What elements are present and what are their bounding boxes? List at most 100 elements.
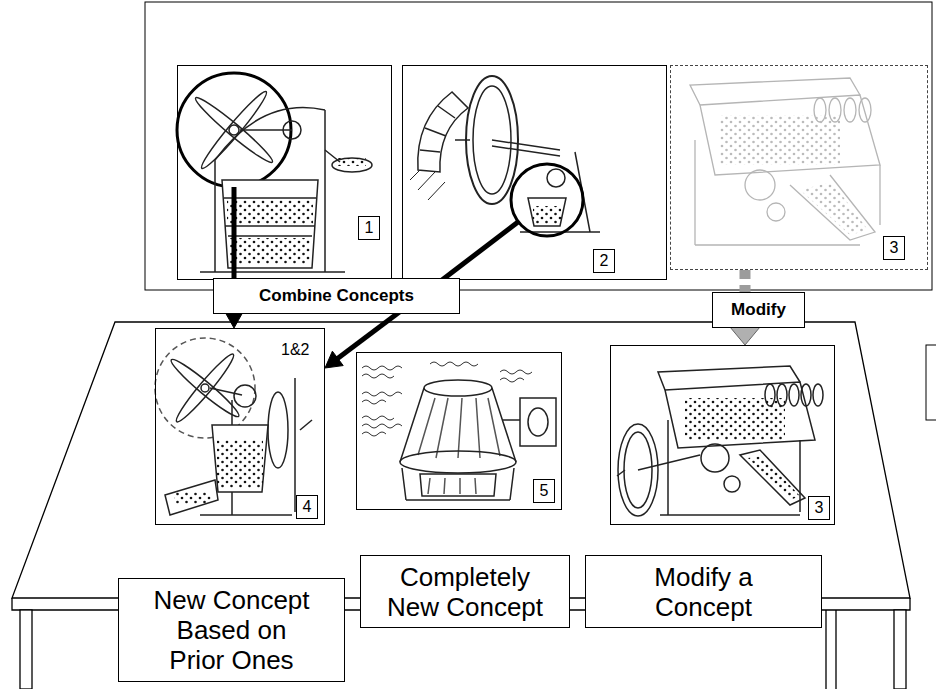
- callout-number: 3: [808, 496, 830, 520]
- sketch-2-part: [418, 92, 468, 172]
- sketch-5-part-part: [500, 370, 532, 374]
- sketch-2-part: [442, 222, 518, 280]
- callout-number: 3: [883, 236, 905, 260]
- sketch-4-part: [300, 420, 312, 430]
- sketch-1-part: [224, 198, 316, 236]
- sketch-4-part: [217, 440, 263, 488]
- sketch-6-part: [813, 384, 823, 406]
- sketch-6-part: [789, 384, 799, 406]
- sketch-5-part: [424, 380, 492, 396]
- sketch-3-faded-part: [745, 170, 775, 200]
- sketch-6-part: [665, 382, 815, 448]
- sketch-3-faded: [690, 78, 880, 245]
- callout-number: 1: [358, 216, 380, 240]
- label-text: Modify a Concept: [619, 562, 789, 622]
- sketch-1-part-part: [229, 125, 239, 135]
- sketch-1-part: [230, 238, 310, 264]
- callout-number: 4: [296, 495, 318, 519]
- sketch-6-part: [617, 455, 700, 476]
- sketch-4-part: [234, 385, 256, 407]
- action-label-box: Combine Concepts: [213, 278, 460, 314]
- sketch-5-part: [503, 419, 520, 421]
- sketch-3-faded-part: [690, 78, 860, 105]
- sketch-4-part: [174, 492, 212, 504]
- sketch-6-part: [668, 420, 800, 515]
- caption-box: Modify a Concept: [585, 555, 822, 628]
- label-text: Modify: [731, 300, 786, 320]
- sketch-5-part-part: [500, 378, 524, 382]
- sketch-3-faded-part: [767, 203, 785, 221]
- table-part: [20, 610, 32, 689]
- sketch-5-part-part: [362, 416, 394, 420]
- sketch-4-part: [155, 338, 255, 438]
- sketch-6-part: [724, 476, 740, 492]
- callout-number: 2: [593, 249, 615, 273]
- sketch-5-part: [428, 478, 476, 494]
- sketch-5-part: [400, 451, 516, 473]
- sketch-5-part: [528, 408, 548, 436]
- table-part: [894, 610, 906, 689]
- sketch-6-part: [701, 444, 729, 472]
- sketch-3-faded-part: [800, 182, 868, 235]
- arrowhead: [730, 327, 760, 345]
- label-text: Combine Concepts: [259, 286, 414, 306]
- sketch-5-part-part: [362, 374, 394, 378]
- sketch-2-part: [533, 206, 561, 224]
- sketch-4-part: [212, 425, 268, 492]
- table: [12, 322, 910, 689]
- sketch-1-part: [338, 158, 366, 166]
- label-text: Completely New Concept: [380, 562, 550, 622]
- sketch-6-part: [801, 384, 811, 406]
- sketch-5: [362, 362, 556, 500]
- sketch-5-part-part: [362, 432, 386, 436]
- sketch-5-part: [362, 362, 532, 436]
- sketch-2-part: [528, 198, 566, 226]
- sketch-4-part: [165, 480, 218, 515]
- sketch-5-part-part: [430, 362, 478, 366]
- sketch-5-part: [520, 398, 556, 446]
- sketch-5-part: [402, 468, 514, 500]
- image-panel: 3: [670, 65, 928, 270]
- sketch-3-faded-part: [844, 98, 856, 122]
- sketch-3-faded-part: [859, 98, 871, 122]
- sketch-2-part: [511, 164, 583, 236]
- sketch-4-part-part: [201, 384, 209, 392]
- sketch-6-part: [748, 456, 800, 500]
- image-panel: 1: [177, 65, 392, 280]
- sketch-1-part: [200, 150, 345, 272]
- arrowhead: [225, 312, 243, 328]
- sketch-3-faded-part: [790, 175, 875, 240]
- sketch-4-part: [268, 392, 288, 468]
- sketch-6-part: [660, 514, 800, 516]
- sketch-2-part: [520, 152, 600, 232]
- sketch-1: [177, 73, 372, 280]
- callout-number: 5: [533, 479, 555, 503]
- caption-box: New Concept Based on Prior Ones: [118, 578, 345, 682]
- sketch-1-part: [227, 200, 313, 224]
- sketch-6-part: [685, 398, 785, 440]
- sketch-4-part: [200, 514, 292, 516]
- sketch-2-part: [547, 169, 565, 187]
- arrowhead: [325, 351, 343, 368]
- sketch-3-faded-part: [700, 95, 880, 175]
- sketch-5-part-part: [362, 392, 402, 396]
- sketch-4-part-part: [172, 350, 238, 425]
- sketch-1-part: [283, 121, 301, 139]
- sketch-5-part: [420, 474, 496, 496]
- sketch-5-part: [418, 398, 500, 458]
- callout-label: 1&2: [280, 341, 310, 359]
- sketch-6-part: [740, 450, 805, 505]
- table-part: [826, 610, 836, 689]
- caption-box: Completely New Concept: [360, 555, 570, 628]
- image-panel: 5: [356, 352, 562, 510]
- sketch-1-part: [240, 129, 292, 131]
- sketch-2-part: [420, 106, 455, 152]
- image-panel: 3: [610, 345, 835, 525]
- label-text: New Concept Based on Prior Ones: [147, 585, 317, 675]
- sketch-5-part-part: [362, 366, 402, 370]
- sketch-3-faded-part: [720, 115, 840, 165]
- sketch-2: [410, 76, 600, 280]
- sketch-6: [617, 366, 823, 516]
- sketch-5-part-part: [362, 424, 402, 428]
